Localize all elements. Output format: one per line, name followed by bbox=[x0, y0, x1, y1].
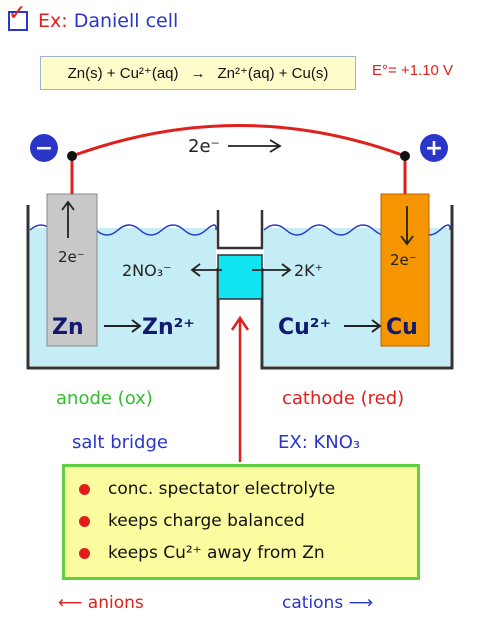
bullet-icon bbox=[79, 515, 90, 527]
bridge-tube bbox=[216, 210, 264, 250]
nitrate-ions: 2NO₃⁻ bbox=[122, 261, 172, 280]
anode-electrons: 2e⁻ bbox=[58, 248, 85, 266]
cathode-junction bbox=[400, 151, 410, 161]
cation-arrow bbox=[252, 263, 292, 277]
bullet-icon bbox=[79, 547, 90, 559]
anode-label: anode (ox) bbox=[56, 388, 153, 409]
title-prefix: Ex: bbox=[38, 10, 68, 32]
bullet-icon bbox=[79, 483, 90, 495]
plus-terminal bbox=[420, 134, 448, 162]
plus-sign: + bbox=[425, 136, 443, 161]
anode-reaction-arrow bbox=[104, 319, 142, 333]
salt-bridge bbox=[217, 254, 263, 300]
checkmark-icon: ✓ bbox=[8, 1, 27, 26]
zinc-metal-label: Zn bbox=[52, 315, 84, 340]
standard-potential: E°= +1.10 V bbox=[372, 62, 454, 79]
cathode-reaction-arrow bbox=[344, 319, 382, 333]
cathode-beaker bbox=[260, 205, 454, 370]
anode-beaker bbox=[26, 205, 220, 370]
notes-box: conc. spectator electrolyte keeps charge… bbox=[62, 464, 420, 580]
note-item: keeps Cu²⁺ away from Zn bbox=[79, 543, 325, 563]
note-text: conc. spectator electrolyte bbox=[108, 479, 336, 499]
equation-box: Zn(s) + Cu²⁺(aq) → Zn²⁺(aq) + Cu(s) bbox=[40, 56, 356, 90]
note-text: keeps charge balanced bbox=[108, 511, 305, 531]
zinc-ion-label: Zn²⁺ bbox=[142, 315, 195, 340]
copper-metal-label: Cu bbox=[386, 315, 418, 340]
electron-flow-arrow bbox=[228, 139, 282, 153]
cathode-label: cathode (red) bbox=[282, 388, 404, 409]
external-electrons: 2e⁻ bbox=[188, 136, 220, 157]
note-item: conc. spectator electrolyte bbox=[79, 479, 335, 499]
slide-header: ✓ Ex: Daniell cell bbox=[8, 3, 178, 32]
external-wire bbox=[71, 124, 406, 158]
cation-flow-label: cations ⟶ bbox=[282, 593, 373, 613]
salt-bridge-label: salt bridge bbox=[72, 432, 168, 453]
anode-electron-arrow bbox=[61, 200, 75, 238]
bridge-pointer-arrow bbox=[230, 315, 250, 462]
note-text: keeps Cu²⁺ away from Zn bbox=[108, 543, 325, 563]
slide-title: Ex: Daniell cell bbox=[38, 10, 178, 32]
anion-arrow bbox=[190, 263, 222, 277]
note-item: keeps charge balanced bbox=[79, 511, 305, 531]
cathode-electron-arrow bbox=[400, 206, 414, 246]
anion-flow-label: ⟵ anions bbox=[58, 593, 144, 613]
copper-ion-label: Cu²⁺ bbox=[278, 315, 331, 340]
equation-arrow: → bbox=[190, 64, 206, 82]
minus-terminal bbox=[30, 134, 58, 162]
minus-sign: − bbox=[35, 136, 53, 161]
cathode-electrons: 2e⁻ bbox=[390, 251, 417, 269]
potassium-ions: 2K⁺ bbox=[294, 261, 323, 280]
title-text: Daniell cell bbox=[73, 10, 179, 32]
equation-reactants: Zn(s) + Cu²⁺(aq) bbox=[67, 65, 179, 82]
checkbox[interactable]: ✓ bbox=[8, 3, 28, 31]
equation-products: Zn²⁺(aq) + Cu(s) bbox=[217, 65, 329, 82]
example-electrolyte: EX: KNO₃ bbox=[278, 432, 360, 453]
anode-junction bbox=[67, 151, 77, 161]
